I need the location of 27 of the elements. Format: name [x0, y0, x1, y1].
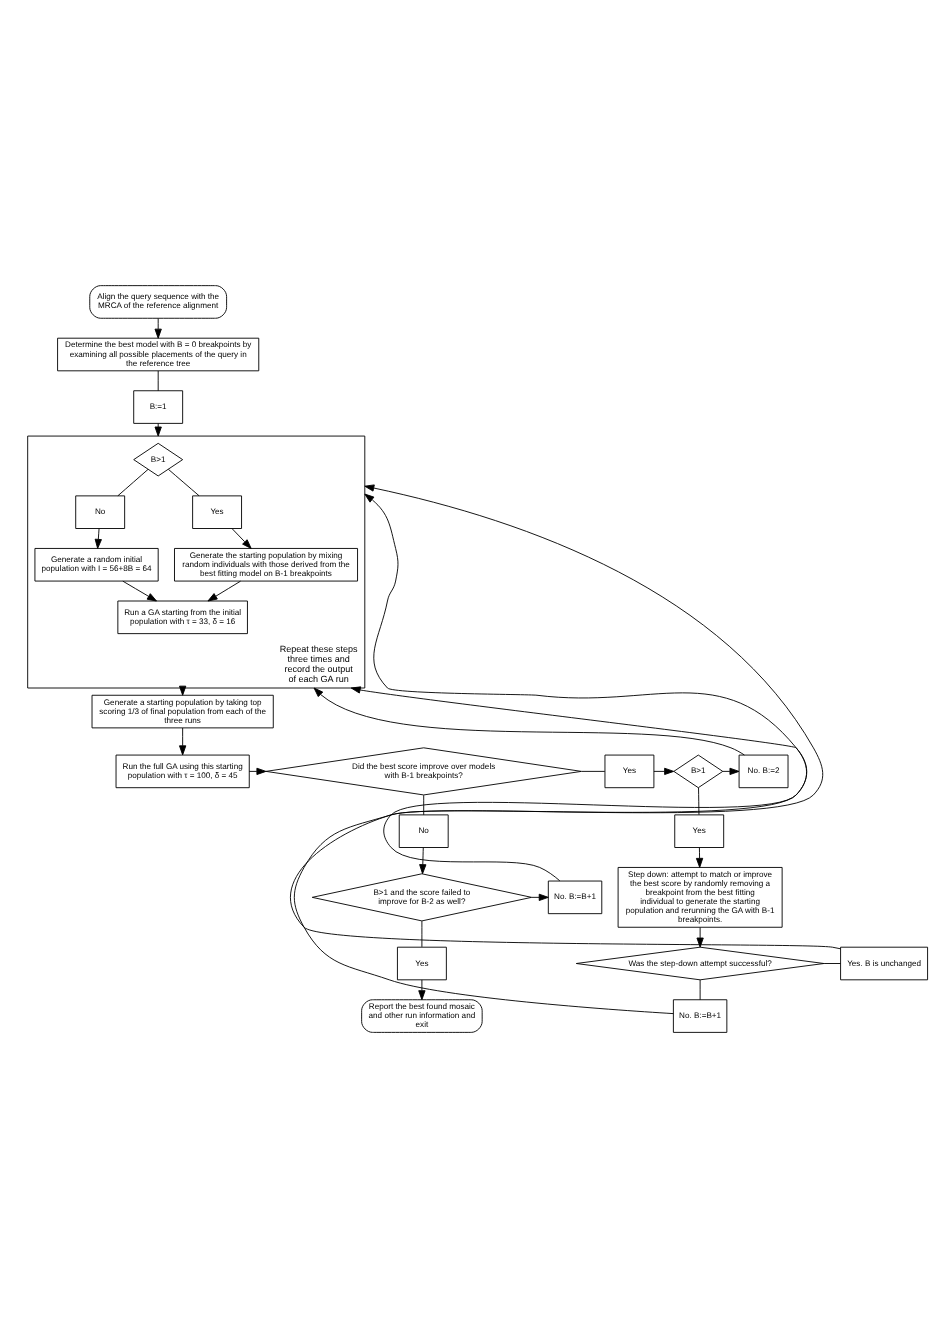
connector [581, 770, 606, 772]
arrow [653, 767, 675, 775]
arrow [231, 528, 252, 549]
arrow [350, 686, 808, 882]
arrow [722, 767, 740, 775]
arrow [154, 317, 162, 339]
arrow [419, 847, 427, 875]
connector [823, 963, 841, 964]
arrow [290, 493, 842, 950]
arrow [313, 687, 745, 756]
arrow [94, 528, 102, 549]
arrow [179, 727, 187, 756]
arrow [248, 767, 267, 775]
connector [423, 794, 425, 816]
arrow [531, 893, 549, 901]
connector [167, 468, 200, 497]
arrow [207, 580, 241, 602]
arrow [122, 580, 157, 602]
connector [421, 920, 423, 948]
arrow [293, 484, 824, 1015]
connector [117, 468, 149, 497]
connector [699, 979, 701, 1001]
connector [698, 787, 700, 816]
connector [157, 370, 159, 392]
arrow [695, 847, 704, 868]
arrow [696, 926, 704, 948]
arrow [418, 979, 426, 1001]
